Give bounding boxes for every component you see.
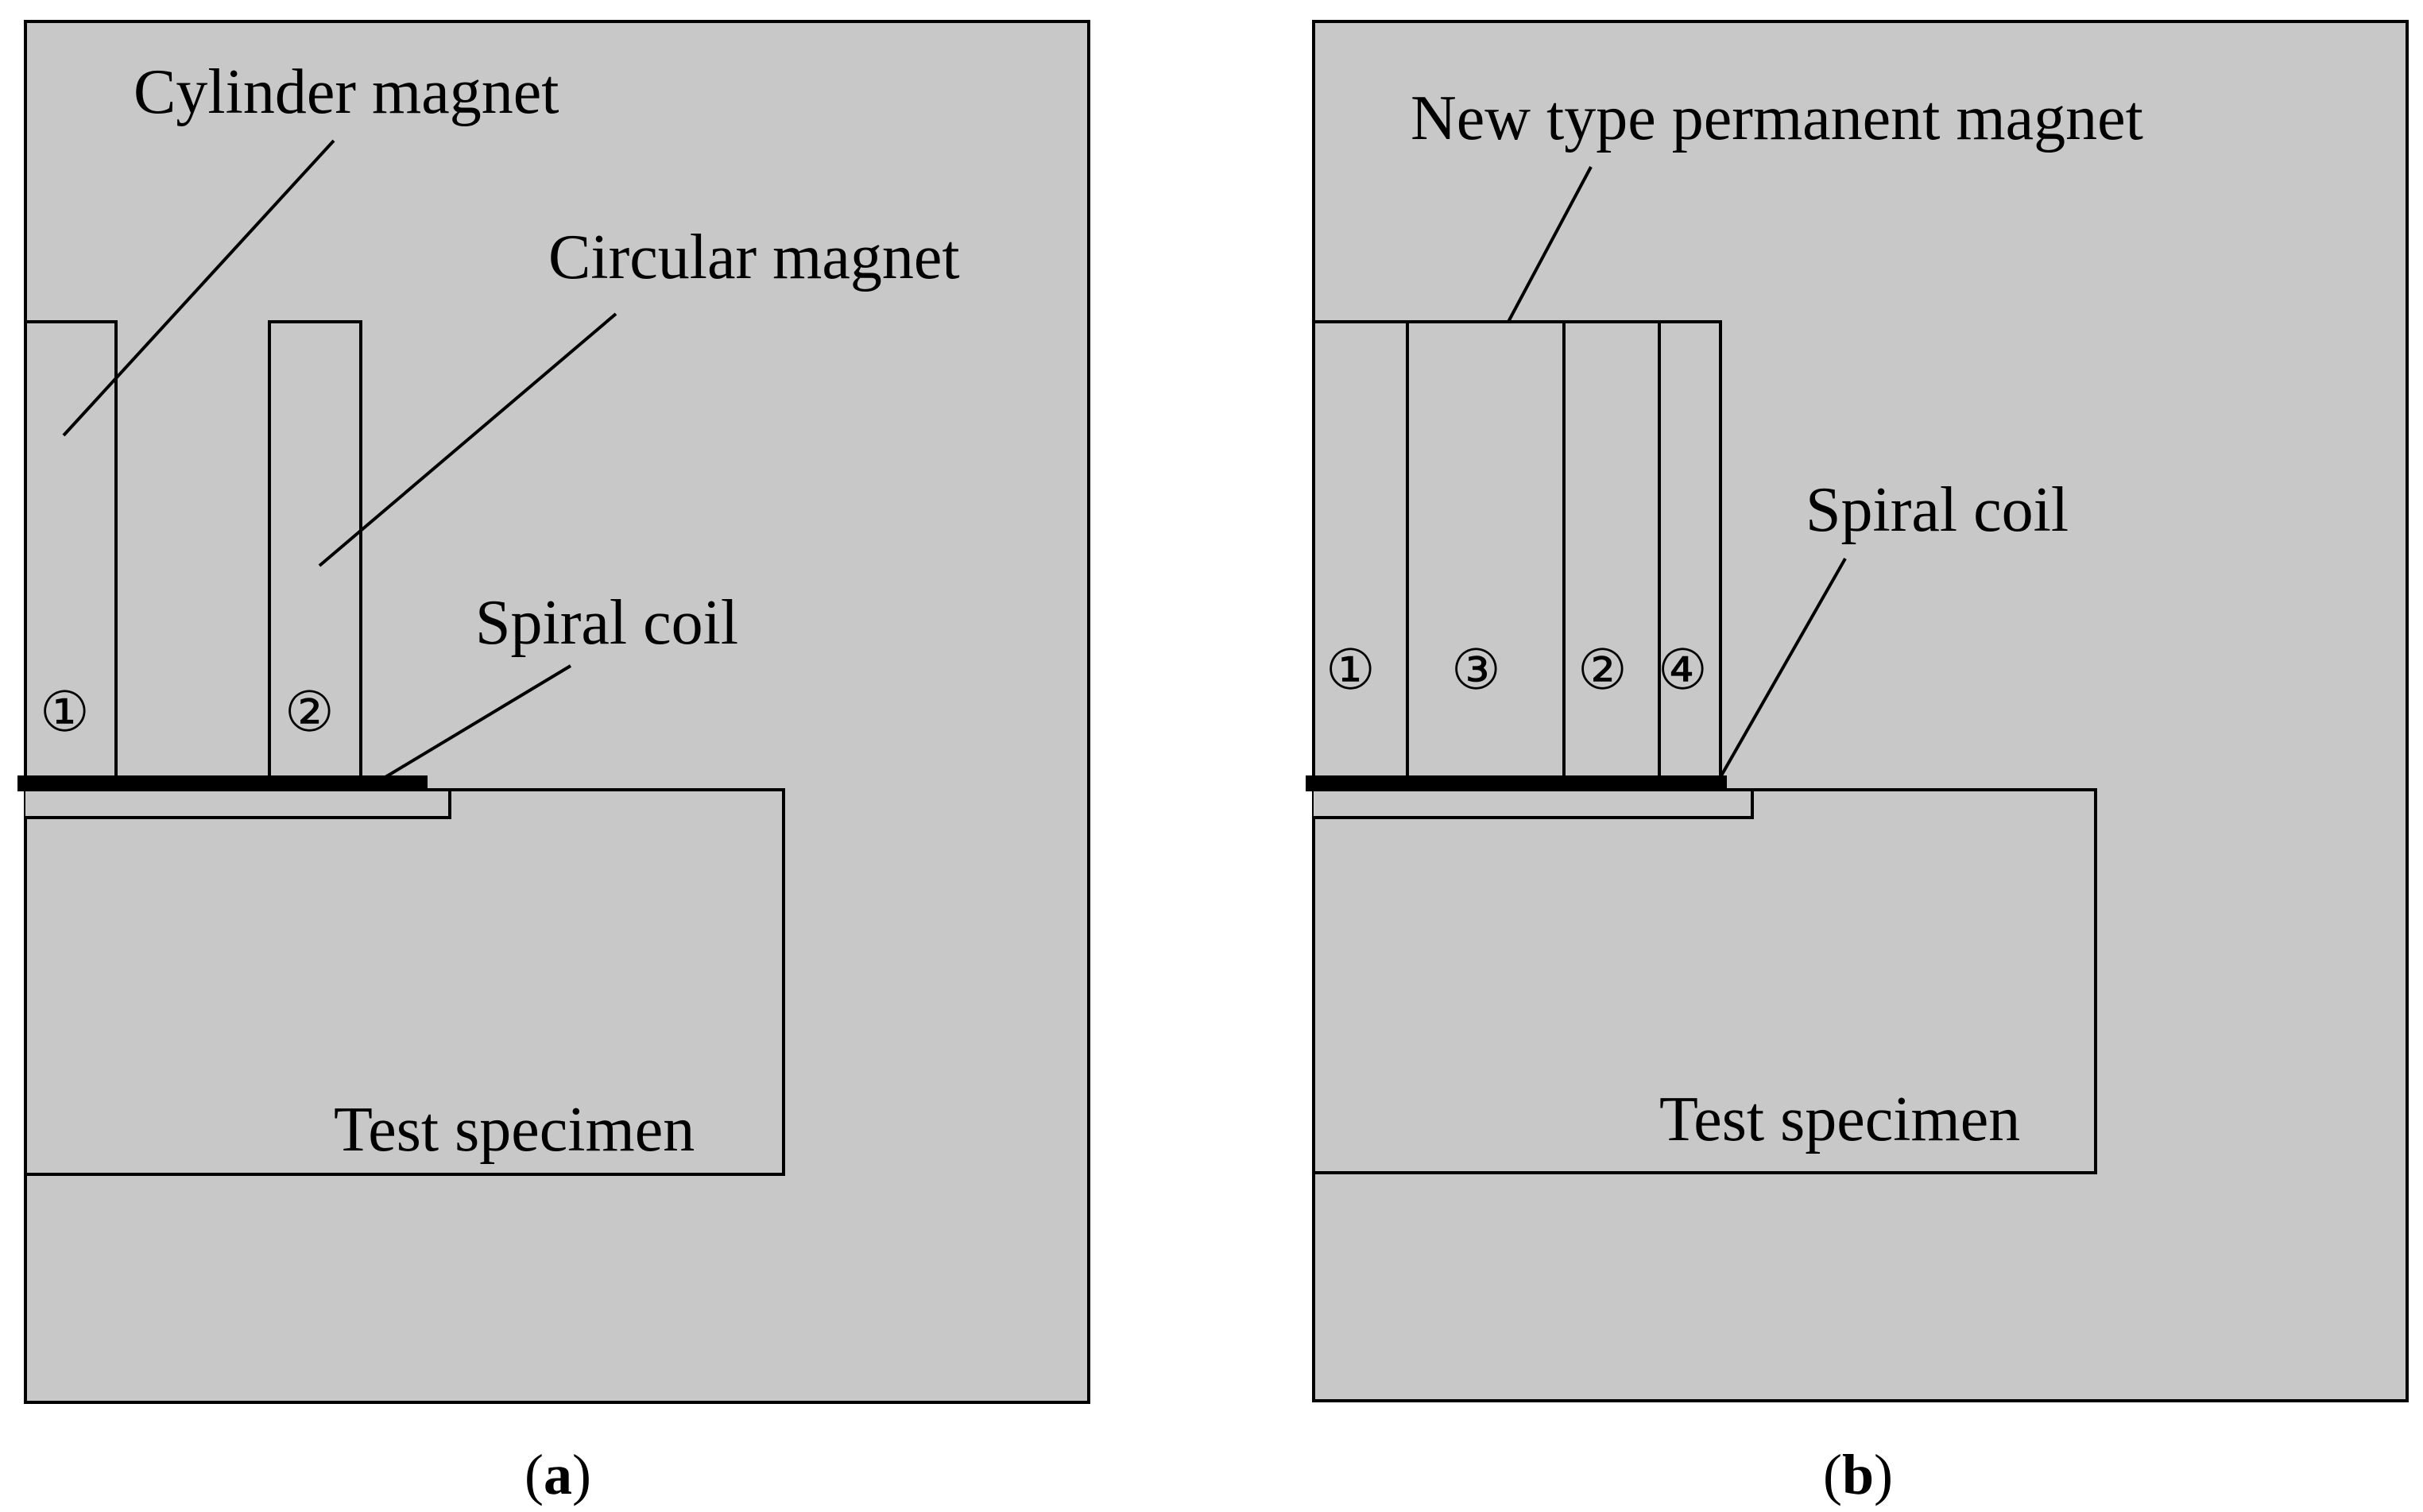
spiral-coil — [17, 775, 428, 791]
region-3-label-b: ③ — [1451, 640, 1501, 702]
spiral-coil-label-b: Spiral coil — [1806, 475, 2069, 545]
panel-b: New type permanent magnet Spiral coil Te… — [1306, 20, 2409, 1506]
circular-magnet-leader — [318, 312, 617, 567]
cylinder-magnet — [24, 320, 118, 779]
spiral-coil-leader-b — [1719, 558, 1847, 778]
region-1-label-b: ① — [1326, 640, 1376, 702]
spiral-coil-leader-a — [384, 664, 572, 779]
new-magnet-leader — [1507, 166, 1593, 323]
circular-magnet — [268, 320, 362, 779]
panel-a-background — [24, 20, 1090, 1404]
region-2-label-a: ② — [284, 683, 335, 744]
coil-substrate — [25, 788, 451, 819]
new-magnet-label: New type permanent magnet — [1411, 83, 2143, 153]
region-4-label-b: ④ — [1658, 640, 1708, 702]
spiral-coil-label-a: Spiral coil — [475, 588, 738, 658]
cylinder-magnet-leader — [62, 139, 335, 437]
coil-substrate-b — [1314, 788, 1754, 819]
caption-b: (b) — [1823, 1443, 1893, 1506]
circular-magnet-label: Circular magnet — [548, 222, 960, 292]
new-type-permanent-magnet — [1312, 320, 1722, 779]
spiral-coil-b — [1306, 775, 1727, 791]
test-specimen-label-a: Test specimen — [334, 1095, 695, 1165]
test-specimen-label-b: Test specimen — [1659, 1085, 2020, 1154]
panel-a: Cylinder magnet Circular magnet Spiral c… — [17, 20, 1090, 1506]
test-specimen-outline — [24, 788, 785, 1176]
caption-a: (a) — [524, 1443, 591, 1506]
region-1-label-a: ① — [40, 683, 90, 744]
test-specimen-outline-b — [1312, 788, 2097, 1174]
cylinder-magnet-label: Cylinder magnet — [134, 57, 559, 127]
region-2-label-b: ② — [1577, 640, 1628, 702]
